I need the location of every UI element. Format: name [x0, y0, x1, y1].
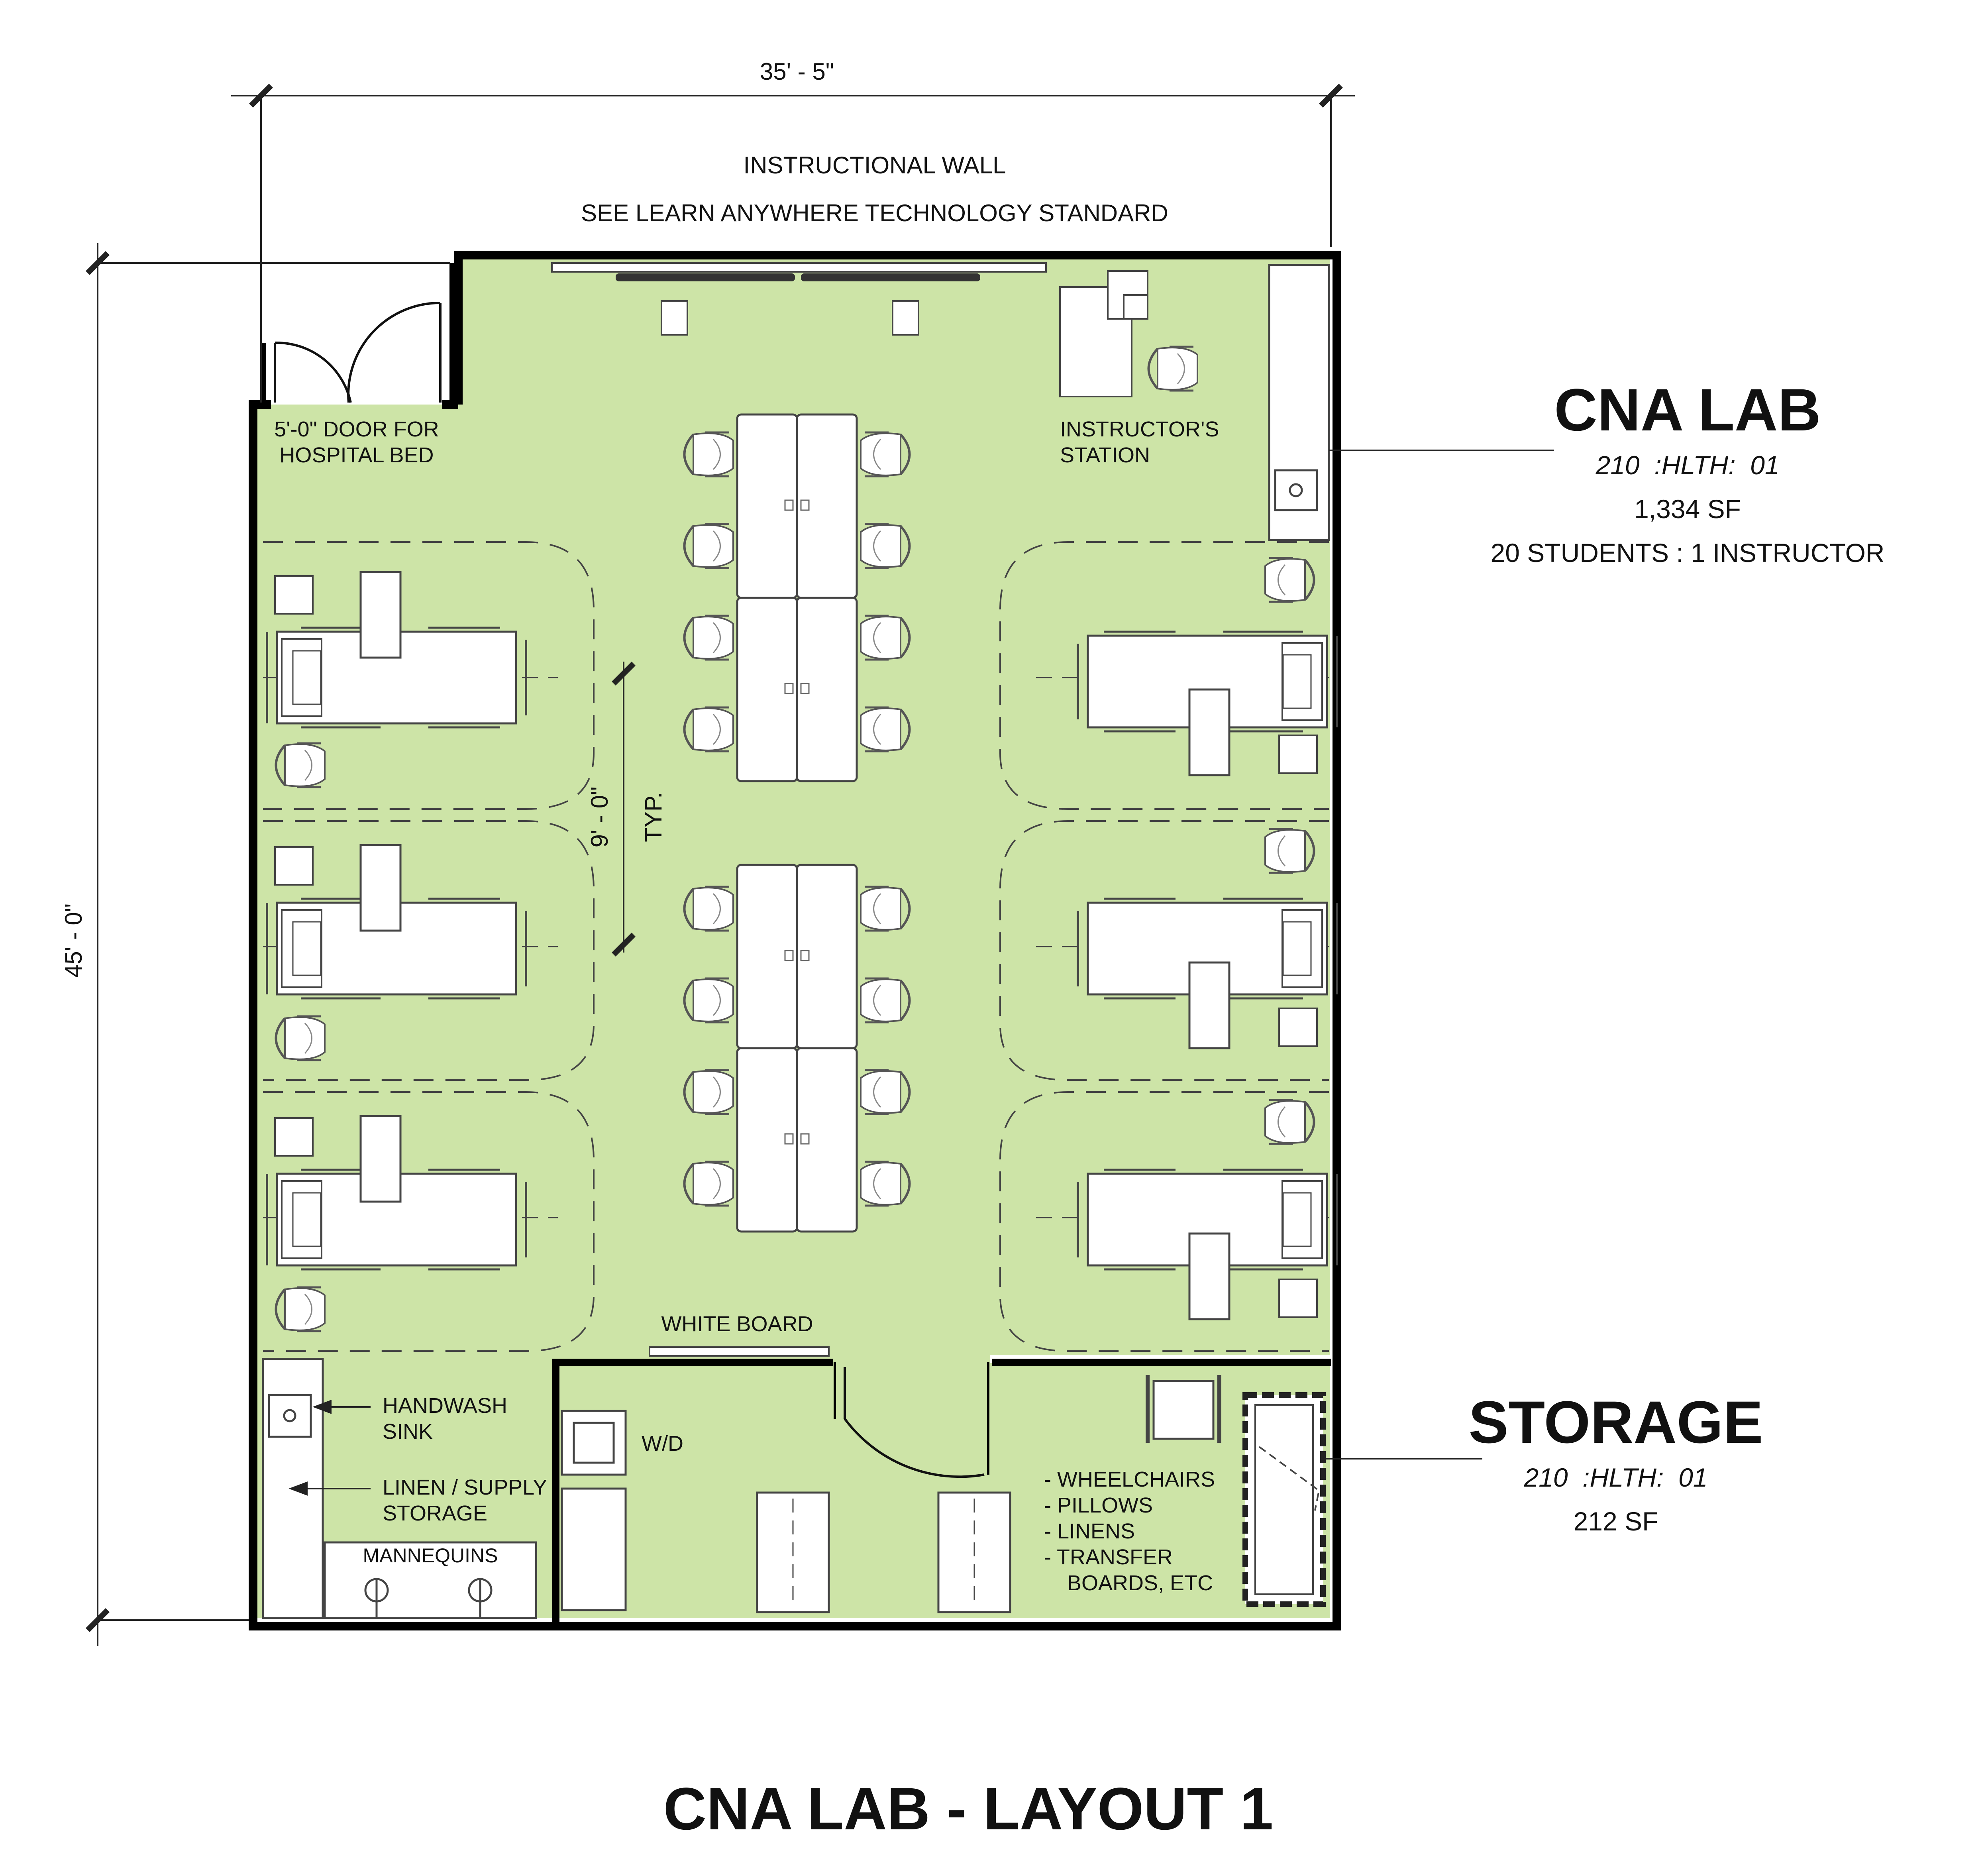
display-screens	[551, 262, 1047, 336]
counter-sink	[1268, 264, 1330, 541]
storage-list-5: BOARDS, ETC	[1055, 1571, 1213, 1595]
lab-room-area: 1,334 SF	[1634, 494, 1741, 524]
storage-room-code: 210 :HLTH: 01	[1523, 1463, 1707, 1492]
storage-list-1: - WHEELCHAIRS	[1044, 1467, 1215, 1491]
sink-label-1: HANDWASH	[383, 1394, 507, 1418]
storage-list-2: - PILLOWS	[1044, 1493, 1153, 1517]
table-cluster-top	[685, 413, 910, 782]
storage-list-3: - LINENS	[1044, 1519, 1135, 1543]
bay-spacing: 9' - 0"	[586, 787, 613, 848]
stretcher-icon	[1242, 1392, 1326, 1607]
privacy-curtains	[263, 541, 1329, 1352]
storage-door-icon	[844, 1367, 985, 1478]
washer-dryer-icon	[561, 1410, 627, 1611]
lab-room-capacity: 20 STUDENTS : 1 INSTRUCTOR	[1491, 538, 1885, 568]
walls	[249, 251, 1341, 1630]
bay-dimension	[612, 662, 636, 957]
instructor-label-1: INSTRUCTOR'S	[1060, 417, 1219, 441]
bed-bay-left-2	[267, 844, 526, 1060]
bed-bay-left-1	[267, 571, 526, 787]
storage-list-4: - TRANSFER	[1044, 1545, 1173, 1569]
width-dimension: 35' - 5"	[760, 58, 834, 85]
height-dimension: 45' - 0"	[60, 904, 87, 978]
instructor-label-2: STATION	[1060, 443, 1150, 467]
bed-bay-right-2	[1078, 829, 1337, 1049]
drawing-title: CNA LAB - LAYOUT 1	[663, 1775, 1274, 1842]
instructor-station	[1059, 270, 1197, 397]
table-cluster-bottom	[685, 864, 910, 1233]
dimension-height	[86, 243, 450, 1646]
white-board-label: WHITE BOARD	[661, 1312, 813, 1336]
door-label-2: HOSPITAL BED	[279, 443, 434, 467]
bed-bay-left-3	[267, 1115, 526, 1331]
typical-note: TYP.	[640, 792, 667, 842]
instructional-wall-note: SEE LEARN ANYWHERE TECHNOLOGY STANDARD	[581, 200, 1168, 226]
bed-bay-right-3	[1078, 1100, 1337, 1320]
door-label-1: 5'-0" DOOR FOR	[274, 417, 439, 441]
mannequin-table	[324, 1541, 537, 1619]
leader-lines	[288, 1400, 371, 1496]
lab-room-name: CNA LAB	[1554, 376, 1821, 443]
instructional-wall-label: INSTRUCTIONAL WALL	[744, 152, 1006, 179]
linen-label-2: STORAGE	[383, 1501, 487, 1525]
storage-carts	[756, 1491, 1011, 1613]
storage-room-name: STORAGE	[1468, 1389, 1763, 1456]
storage-room-area: 212 SF	[1574, 1507, 1658, 1536]
dimension-width	[231, 84, 1355, 403]
bed-bay-right-1	[1078, 558, 1337, 776]
wd-label: W/D	[642, 1432, 683, 1456]
double-door-icon	[260, 263, 455, 405]
linen-label-1: LINEN / SUPPLY	[383, 1475, 547, 1499]
lab-room-code: 210 :HLTH: 01	[1595, 450, 1779, 480]
mannequins-label: MANNEQUINS	[363, 1544, 498, 1567]
white-board	[649, 1346, 830, 1357]
wheelchair-icon	[1146, 1375, 1221, 1443]
sink-label-2: SINK	[383, 1420, 433, 1444]
